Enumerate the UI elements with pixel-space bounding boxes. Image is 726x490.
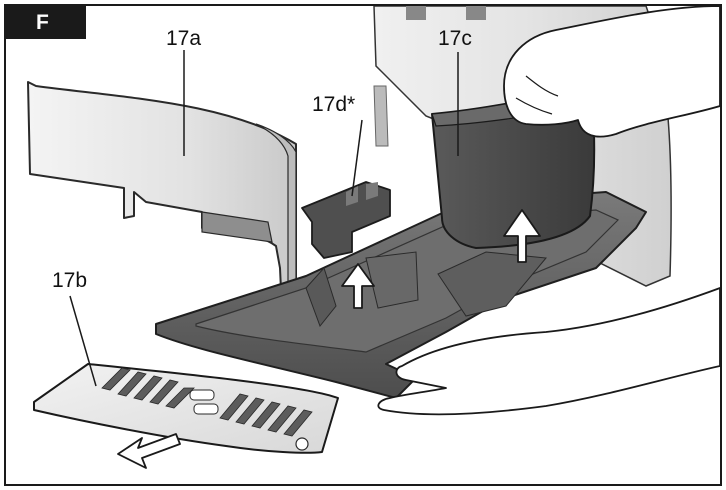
leader-line-17b	[69, 295, 97, 387]
callout-17b: 17b	[52, 269, 88, 292]
arrow-down-left-icon	[117, 433, 181, 469]
figure-label: F	[6, 6, 86, 39]
cover-part-17a	[27, 81, 297, 313]
arrow-up-icon	[503, 209, 541, 263]
leader-line-17d	[351, 119, 363, 197]
insert-part-17d	[301, 181, 391, 259]
callout-17c: 17c	[438, 27, 472, 50]
callout-17a: 17a	[166, 27, 202, 50]
figure-frame: F 17a 17c 17d* 17b	[4, 4, 722, 486]
callout-17d: 17d*	[312, 93, 356, 116]
hand-upper	[503, 6, 720, 138]
hand-lower	[377, 287, 720, 416]
illustration	[27, 6, 720, 469]
drip-plate-part-17b	[33, 363, 339, 454]
arrow-up-icon	[341, 263, 375, 309]
